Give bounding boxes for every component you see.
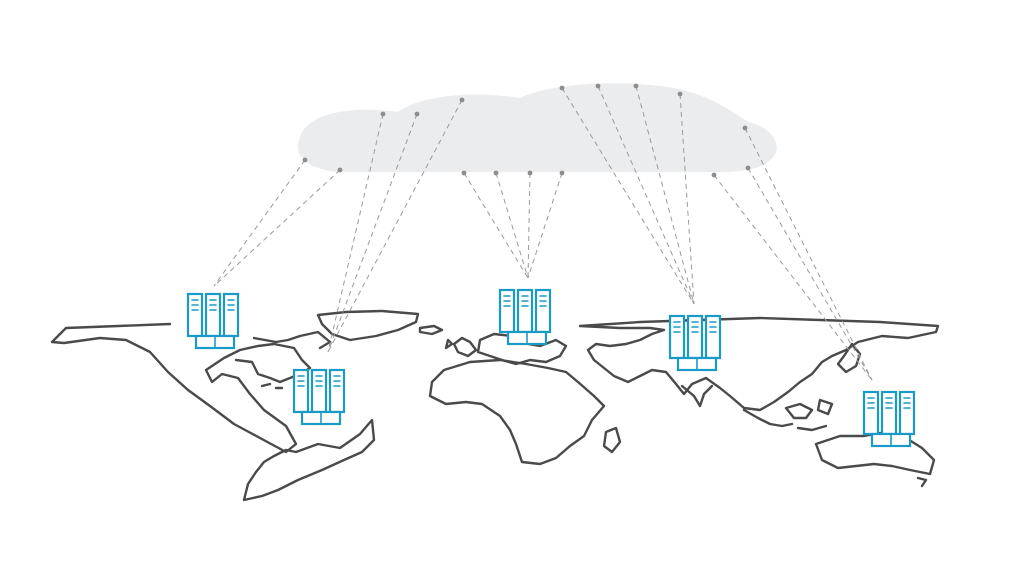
connector-asia-1 — [597, 85, 695, 305]
connection-point-asia-1 — [595, 83, 601, 89]
connection-lines — [213, 85, 873, 381]
connection-point-north-america-1 — [337, 167, 343, 173]
server-rack-icon-europe — [498, 288, 552, 346]
connection-point-australia-2 — [745, 165, 751, 171]
connection-point-asia-3 — [677, 91, 683, 97]
connector-north-america-0 — [213, 159, 306, 287]
cloud-connection-points — [302, 83, 751, 178]
connection-point-south-america-1 — [414, 111, 420, 117]
connection-point-europe-1 — [493, 170, 499, 176]
connection-point-europe-2 — [527, 170, 533, 176]
server-rack-icon-australia — [862, 390, 916, 448]
continent-asia — [578, 316, 940, 412]
connector-europe-1 — [495, 172, 529, 279]
connector-north-america-1 — [213, 169, 341, 287]
server-rack-icon-south-america — [292, 368, 346, 426]
island-iceland — [418, 324, 444, 336]
connector-europe-3 — [527, 172, 563, 279]
islands-japan — [836, 342, 862, 374]
peninsula-india — [680, 384, 714, 408]
connection-point-europe-3 — [559, 170, 565, 176]
islands-caribbean — [260, 382, 284, 390]
datacenter-servers — [186, 288, 916, 448]
connection-point-europe-0 — [461, 170, 467, 176]
connection-point-north-america-0 — [302, 157, 308, 163]
connector-australia-1 — [744, 127, 873, 381]
islands-southeast-asia — [742, 398, 834, 432]
world-map — [50, 309, 940, 502]
server-rack-icon-north-america — [186, 292, 240, 350]
connection-point-australia-0 — [711, 172, 717, 178]
cloud-icon — [297, 83, 777, 172]
connector-asia-3 — [679, 93, 695, 305]
continent-south-america — [242, 418, 376, 502]
continent-north-america — [50, 322, 332, 454]
connection-point-australia-1 — [742, 125, 748, 131]
server-rack-icon-asia — [668, 314, 722, 372]
continent-europe — [444, 332, 568, 366]
connector-europe-0 — [463, 172, 529, 279]
connector-asia-0 — [561, 87, 695, 305]
continent-africa — [428, 358, 622, 466]
islands-new-zealand — [916, 476, 928, 488]
connector-asia-2 — [635, 85, 695, 305]
connector-south-america-2 — [327, 99, 463, 353]
connection-point-south-america-0 — [380, 111, 386, 117]
connector-europe-2 — [527, 172, 531, 279]
connection-point-south-america-2 — [459, 97, 465, 103]
connector-australia-0 — [713, 174, 873, 381]
continent-greenland — [316, 309, 420, 342]
connector-south-america-1 — [327, 113, 418, 353]
connector-south-america-0 — [327, 113, 384, 353]
connection-point-asia-0 — [559, 85, 565, 91]
connector-australia-2 — [747, 167, 873, 381]
connection-point-asia-2 — [633, 83, 639, 89]
